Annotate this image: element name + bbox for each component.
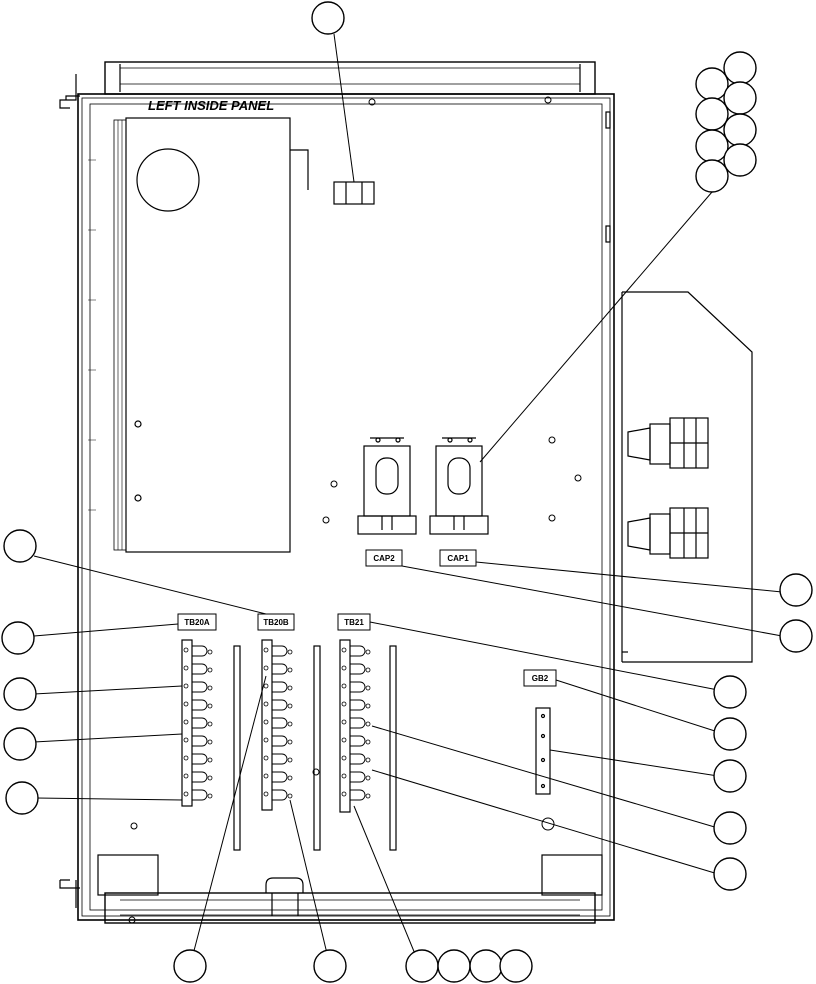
terminal-block-tb20a (181, 639, 213, 807)
terminal-block-tb21 (339, 639, 371, 813)
din-rails (233, 645, 397, 851)
callout-balloon (1, 621, 35, 655)
cap1-label-box (439, 549, 477, 567)
tb20b-label: TB20B (263, 618, 289, 627)
right-side-bracket (621, 291, 753, 663)
terminal-block-tb20b (261, 639, 293, 811)
mounting-holes (128, 96, 582, 924)
callout-balloon (695, 67, 729, 101)
callout-balloon (3, 529, 37, 563)
cap1-label: CAP1 (447, 554, 469, 563)
callout-balloon (3, 727, 37, 761)
callout-balloon (713, 811, 747, 845)
callout-balloon (311, 1, 345, 35)
callout-balloon (723, 113, 757, 147)
bracket-connector-top (627, 417, 709, 469)
tb20a-label: TB20A (184, 618, 210, 627)
callout-balloon (713, 675, 747, 709)
capacitor-cap2 (357, 437, 417, 535)
callout-balloon (779, 573, 813, 607)
callout-balloon (3, 677, 37, 711)
callout-balloon (713, 717, 747, 751)
cap2-label-box (365, 549, 403, 567)
cap2-label: CAP2 (373, 554, 395, 563)
left-cover-plate (113, 117, 309, 553)
callout-balloon (405, 949, 439, 983)
ground-bar-gb2 (535, 707, 551, 795)
callout-balloon (723, 51, 757, 85)
callout-balloon (713, 759, 747, 793)
callout-balloon (695, 129, 729, 163)
tb20b-label-box (257, 613, 295, 631)
callout-balloon (313, 949, 347, 983)
bracket-connector-bottom (627, 507, 709, 559)
callout-balloon (437, 949, 471, 983)
callout-balloon (5, 781, 39, 815)
panel-enclosure (59, 61, 615, 924)
callout-balloon (695, 159, 729, 193)
callout-balloon (713, 857, 747, 891)
callout-balloon (779, 619, 813, 653)
fan-connector (333, 181, 375, 205)
leader-lines (33, 33, 783, 967)
callout-balloon (723, 143, 757, 177)
callout-balloon (723, 81, 757, 115)
callout-balloon (499, 949, 533, 983)
callout-balloon (695, 97, 729, 131)
tb20a-label-box (177, 613, 217, 631)
callout-balloon (469, 949, 503, 983)
callout-balloon (173, 949, 207, 983)
gb2-label: GB2 (532, 674, 549, 683)
gb2-label-box (523, 669, 557, 687)
panel-title: LEFT INSIDE PANEL (148, 98, 274, 113)
component-labels: CAP2 CAP1 TB20A TB20B TB21 GB2 (177, 549, 557, 687)
capacitor-cap1 (429, 437, 489, 535)
tb21-label: TB21 (344, 618, 364, 627)
